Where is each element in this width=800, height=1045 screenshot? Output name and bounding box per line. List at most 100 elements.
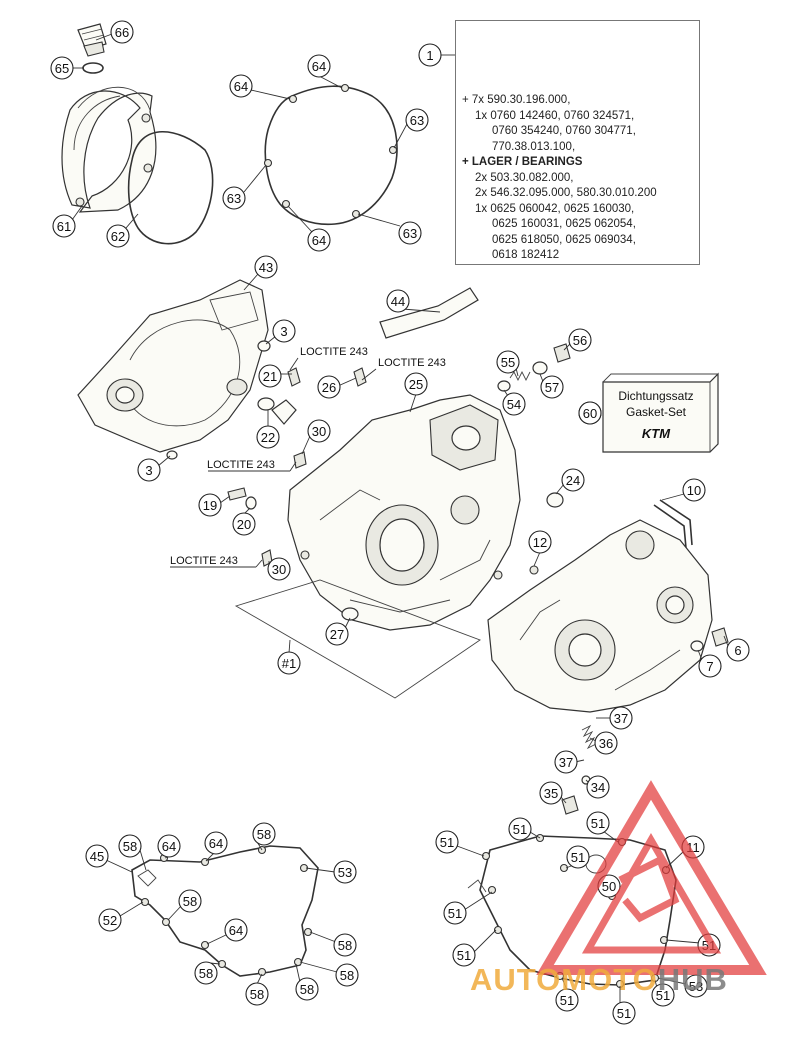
bom-line-3: 770.38.013.100, — [492, 140, 576, 153]
callout-48: 51 — [566, 845, 590, 869]
callout-63: 58 — [295, 977, 319, 1001]
callout-42: 64 — [204, 831, 228, 855]
bom-line-0: + 7x 590.30.196.000, — [462, 94, 571, 106]
loctite-label-1: LOCTITE 243 — [289, 346, 368, 371]
callout-6-label: 63 — [410, 113, 424, 128]
callout-29-circle — [267, 557, 291, 581]
callout-16: 26 — [317, 375, 341, 399]
gasket-set-subtitle: Gasket-Set — [626, 405, 687, 419]
callout-0-label: 66 — [115, 25, 129, 40]
callout-58-circle — [194, 961, 218, 985]
callout-44-circle — [586, 811, 610, 835]
callout-41: 64 — [157, 834, 181, 858]
watermark-text: AUTOMOTOHUB — [470, 962, 728, 998]
spring-36 — [581, 724, 597, 750]
callout-39: 58 — [252, 822, 276, 846]
callout-15-circle — [258, 364, 282, 388]
callout-5-circle — [229, 74, 253, 98]
loctite-label-3: LOCTITE 243 — [207, 459, 297, 472]
callout-31: 6 — [726, 638, 750, 662]
oil-line — [659, 499, 693, 546]
callout-1-label: 65 — [55, 61, 69, 76]
callout-62-circle — [245, 982, 269, 1006]
callout-6-circle — [405, 108, 429, 132]
o-ring — [82, 62, 104, 74]
callout-30-circle — [325, 622, 349, 646]
callout-49-circle — [333, 860, 357, 884]
callout-36-label: 37 — [559, 755, 573, 770]
callout-30-label: 27 — [330, 627, 344, 642]
callout-13-label: 56 — [573, 333, 587, 348]
callout-18-label: 57 — [545, 380, 559, 395]
callout-22-circle — [307, 419, 331, 443]
valve-35 — [561, 795, 579, 815]
bom-line-5: 2x 503.30.082.000, — [475, 171, 574, 184]
callout-65: 51 — [612, 1001, 636, 1025]
gasket-set-ref-label: 60 — [583, 406, 597, 421]
callout-26-label: 19 — [203, 498, 217, 513]
callout-14-circle — [496, 350, 520, 374]
callout-22-label: 30 — [312, 424, 326, 439]
callout-2-circle — [52, 214, 76, 238]
callout-57-label: 51 — [457, 948, 471, 963]
callout-34: 37 — [609, 706, 633, 730]
callout-52-circle — [443, 901, 467, 925]
callout-41-circle — [157, 834, 181, 858]
callout-35-circle — [594, 731, 618, 755]
callout-1: 65 — [50, 56, 74, 80]
bom-line-1: 1x 0760 142460, 0760 324571, — [475, 109, 635, 122]
svg-text:LOCTITE 243: LOCTITE 243 — [170, 555, 238, 567]
callout-13-circle — [568, 328, 592, 352]
callout-49: 53 — [333, 860, 357, 884]
callout-45-label: 51 — [440, 835, 454, 850]
oil-filler-cap — [77, 23, 107, 57]
callout-50-label: 50 — [602, 879, 616, 894]
callout-12-label: 3 — [280, 324, 287, 339]
callout-27: 20 — [232, 512, 256, 536]
callout-28-circle — [528, 530, 552, 554]
callout-51-label: 58 — [183, 894, 197, 909]
callout-57-circle — [452, 943, 476, 967]
callout-35: 36 — [594, 731, 618, 755]
callout-33-label: 7 — [706, 659, 713, 674]
loctite-label-2: LOCTITE 243 — [361, 357, 446, 381]
callout-9-label: 63 — [403, 226, 417, 241]
callout-5: 64 — [229, 74, 253, 98]
watermark-logo — [536, 780, 767, 975]
gasket-set-title: Dichtungssatz — [618, 389, 693, 403]
leader-lines — [71, 33, 729, 1003]
callout-37-label: 34 — [591, 780, 605, 795]
callout-19: 54 — [502, 392, 526, 416]
callout-16-label: 26 — [322, 380, 336, 395]
bom-line-9: 0625 618050, 0625 069034, — [492, 233, 636, 246]
callout-23-circle — [137, 458, 161, 482]
callout-18-circle — [540, 375, 564, 399]
callout-40-label: 58 — [123, 839, 137, 854]
plug-screw — [287, 367, 301, 387]
callout-47-label: 45 — [90, 849, 104, 864]
callout-60-label: 51 — [656, 988, 670, 1003]
callout-42-circle — [204, 831, 228, 855]
callout-64-label: 51 — [560, 993, 574, 1008]
bom-line-8: 0625 160031, 0625 062054, — [492, 218, 636, 230]
loctite-label-4: LOCTITE 243 — [170, 555, 263, 568]
callout-8: 64 — [307, 228, 331, 252]
bom-line-6: 2x 546.32.095.000, 580.30.010.200 — [475, 187, 657, 199]
clutch-cover-ring — [61, 86, 157, 213]
washer-20 — [245, 496, 257, 510]
drain-washer — [690, 640, 704, 652]
callout-39-circle — [252, 822, 276, 846]
callout-26-circle — [198, 493, 222, 517]
crankcase-left-half — [287, 394, 521, 631]
callout-11-label: 44 — [391, 294, 405, 309]
clutch-cover — [77, 279, 269, 453]
callout-30: 27 — [325, 622, 349, 646]
callout-7: 63 — [222, 186, 246, 210]
callout-13: 56 — [568, 328, 592, 352]
callout-38-label: 35 — [544, 786, 558, 801]
callout-42-label: 64 — [209, 836, 223, 851]
svg-text:LOCTITE 243: LOCTITE 243 — [300, 346, 368, 358]
callout-8-label: 64 — [312, 233, 326, 248]
callout-16-circle — [317, 375, 341, 399]
